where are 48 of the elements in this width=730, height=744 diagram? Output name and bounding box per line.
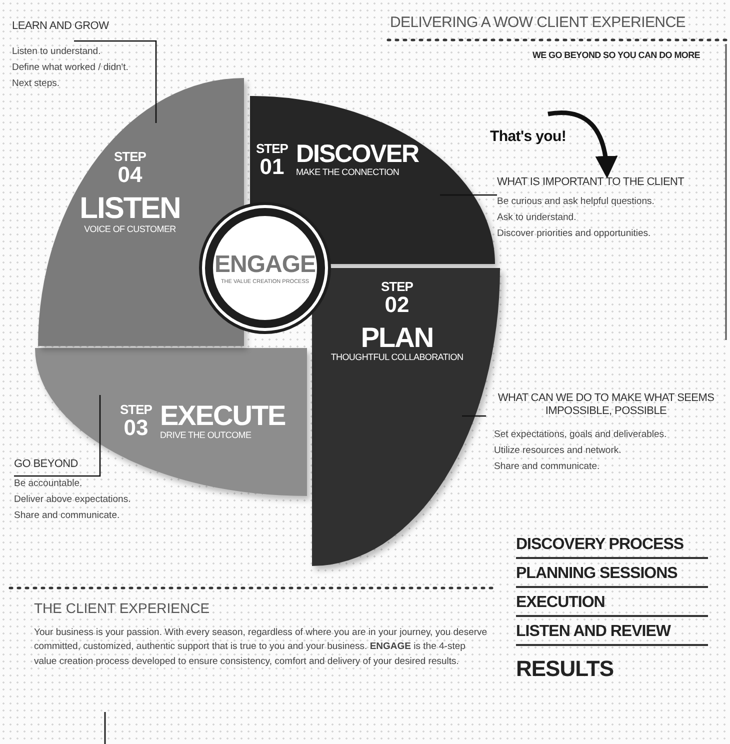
step-name: LISTEN xyxy=(80,194,180,224)
bullet-text: Listen to understand. xyxy=(12,46,101,59)
step-name: DISCOVER xyxy=(296,142,419,168)
step-subtitle: MAKE THE CONNECTION xyxy=(296,167,400,178)
step-label: STEP xyxy=(256,142,288,155)
bullet-text: Share and communicate. xyxy=(14,510,120,523)
step-label: STEP xyxy=(114,150,146,163)
bullet-text: Define what worked / didn't. xyxy=(12,62,128,75)
process-list-item: RESULTS xyxy=(516,656,615,683)
step-label: STEP xyxy=(120,403,152,416)
tagline: WE GO BEYOND SO YOU CAN DO MORE xyxy=(532,50,700,60)
bullet-text: Share and communicate. xyxy=(494,461,600,474)
leader-line xyxy=(440,194,497,196)
bullet-text: Set expectations, goals and deliverables. xyxy=(494,429,667,442)
process-list-item: LISTEN AND REVIEW xyxy=(516,623,708,646)
bullet-text: Next steps. xyxy=(12,78,60,91)
center-title: ENGAGE xyxy=(214,251,316,279)
step-name: EXECUTE xyxy=(160,402,286,430)
leader-line xyxy=(462,415,486,417)
bullet-text: Be accountable. xyxy=(14,478,82,491)
callout-text: That's you! xyxy=(490,128,566,146)
step-subtitle: THOUGHTFUL COLLABORATION xyxy=(330,352,464,363)
process-list-item: EXECUTION xyxy=(516,594,708,617)
bullet-text: Discover priorities and opportunities. xyxy=(497,228,651,241)
curved-arrow xyxy=(548,110,618,178)
bullet-text: Ask to understand. xyxy=(497,212,576,225)
step-number: 01 xyxy=(260,155,284,178)
step-number: 02 xyxy=(384,293,410,316)
leader-line xyxy=(14,395,101,477)
step-subtitle: DRIVE THE OUTCOME xyxy=(160,430,252,441)
section-heading: LEARN AND GROW xyxy=(12,20,109,34)
section-title: THE CLIENT EXPERIENCE xyxy=(34,600,210,616)
step-number: 03 xyxy=(124,416,148,440)
page-title: DELIVERING A WOW CLIENT EXPERIENCE xyxy=(390,14,686,31)
step-subtitle: VOICE OF CUSTOMER xyxy=(84,224,176,235)
bullet-text: Be curious and ask helpful questions. xyxy=(497,196,654,209)
bullet-text: Deliver above expectations. xyxy=(14,494,131,507)
step-label: STEP xyxy=(381,280,413,293)
step-number: 04 xyxy=(118,163,142,186)
body-paragraph: Your business is your passion. With every season, regardless of where you are in your journey, you deserve committed, customized, authentic support that is true to you and your business. ENGAGE is the 4-step value creation process developed to ensure consistency, comfort and delivery of your desired results. xyxy=(34,626,488,668)
section-heading: WHAT CAN WE DO TO MAKE WHAT SEEMS IMPOSSIBLE, POSSIBLE xyxy=(496,392,716,418)
process-list-item: DISCOVERY PROCESS xyxy=(516,536,708,559)
section-heading: GO BEYOND xyxy=(14,458,78,472)
leader-line xyxy=(74,40,157,123)
process-list-item: PLANNING SESSIONS xyxy=(516,565,708,588)
section-heading: WHAT IS IMPORTANT TO THE CLIENT xyxy=(497,176,684,190)
step-name: PLAN xyxy=(360,324,434,352)
bullet-text: Utilize resources and network. xyxy=(494,445,622,458)
